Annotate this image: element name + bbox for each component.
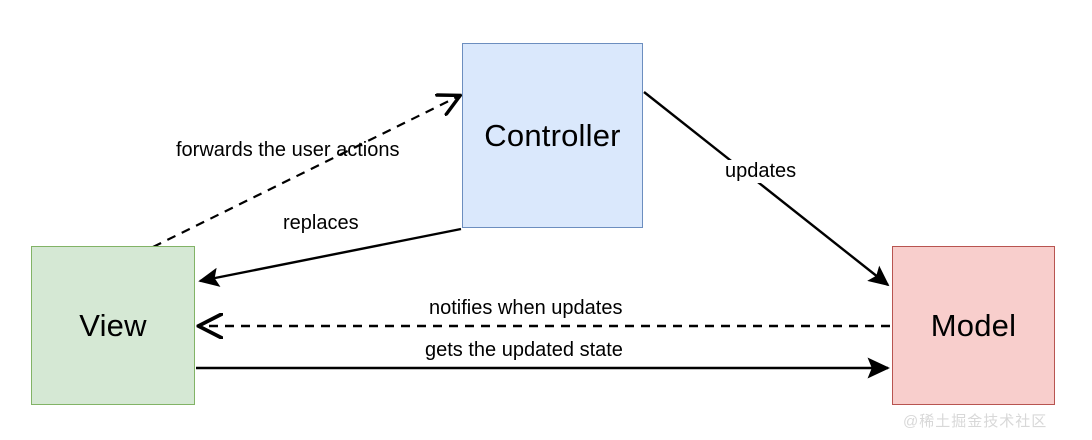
edge-label-notifies-when-updates: notifies when updates bbox=[426, 297, 626, 320]
node-model-label: Model bbox=[930, 308, 1017, 343]
edge-label-updates: updates bbox=[722, 160, 800, 183]
edge-label-replaces: replaces bbox=[280, 212, 362, 235]
watermark: @稀土掘金技术社区 bbox=[903, 413, 1048, 430]
edge-label-gets-the-updated-state: gets the updated state bbox=[422, 339, 626, 362]
edge-updates-line bbox=[643, 91, 890, 287]
edge-forwards-the-user-actions-line bbox=[152, 96, 459, 248]
node-view[interactable]: View bbox=[31, 246, 195, 405]
edge-replaces-line bbox=[198, 227, 462, 287]
node-model[interactable]: Model bbox=[892, 246, 1055, 405]
node-controller-label: Controller bbox=[484, 118, 621, 153]
node-view-label: View bbox=[79, 308, 147, 343]
edge-label-forwards-the-user-actions: forwards the user actions bbox=[176, 139, 400, 161]
node-controller[interactable]: Controller bbox=[462, 43, 643, 228]
